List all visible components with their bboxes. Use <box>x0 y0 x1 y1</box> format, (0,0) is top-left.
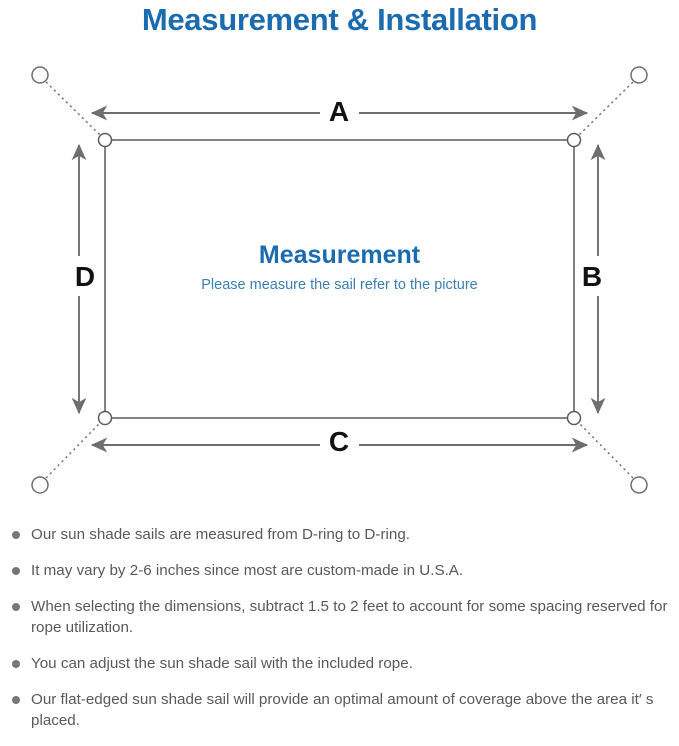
anchor-point-bottom-right <box>630 476 648 494</box>
sail-body <box>104 139 575 419</box>
d-rings <box>97 132 582 426</box>
bullet-icon <box>12 567 20 575</box>
notes-list: Our sun shade sails are measured from D-… <box>0 524 679 746</box>
bullet-icon <box>12 603 20 611</box>
d-ring-bottom-left <box>97 410 113 426</box>
note-text: Our flat-edged sun shade sail will provi… <box>31 691 654 729</box>
sail-measurement-title: Measurement <box>258 241 421 269</box>
list-item: It may vary by 2-6 inches since most are… <box>0 560 679 581</box>
list-item: Our flat-edged sun shade sail will provi… <box>0 689 679 731</box>
list-item: You can adjust the sun shade sail with t… <box>0 653 679 674</box>
d-ring-bottom-right <box>566 410 582 426</box>
rope-line-bottom-right <box>578 422 634 479</box>
note-text: When selecting the dimensions, subtract … <box>31 598 668 636</box>
anchor-point-bottom-left <box>31 476 49 494</box>
bullet-icon <box>12 696 20 704</box>
anchor-points <box>31 66 648 494</box>
rope-line-top-left <box>45 81 101 136</box>
diagram-svg <box>31 66 648 494</box>
d-ring-top-left <box>97 132 113 148</box>
bullet-icon <box>12 531 20 539</box>
rope-line-top-right <box>578 81 634 136</box>
list-item: When selecting the dimensions, subtract … <box>0 596 679 638</box>
rope-lines <box>45 81 634 479</box>
d-ring-top-right <box>566 132 582 148</box>
measurement-diagram <box>0 44 679 514</box>
note-text: It may vary by 2-6 inches since most are… <box>31 562 464 579</box>
dimension-label-a: A <box>328 96 350 127</box>
note-text: You can adjust the sun shade sail with t… <box>31 655 413 672</box>
list-item: Our sun shade sails are measured from D-… <box>0 524 679 545</box>
bullet-icon <box>12 660 20 668</box>
anchor-point-top-right <box>630 66 648 84</box>
dimension-label-d: D <box>74 261 96 292</box>
note-text: Our sun shade sails are measured from D-… <box>31 526 410 543</box>
sail-measurement-subtitle: Please measure the sail refer to the pic… <box>201 277 478 293</box>
rope-line-bottom-left <box>45 422 101 479</box>
anchor-point-top-left <box>31 66 49 84</box>
dimension-label-b: B <box>581 261 603 292</box>
dimension-label-c: C <box>328 426 350 457</box>
page-title: Measurement & Installation <box>141 2 538 37</box>
